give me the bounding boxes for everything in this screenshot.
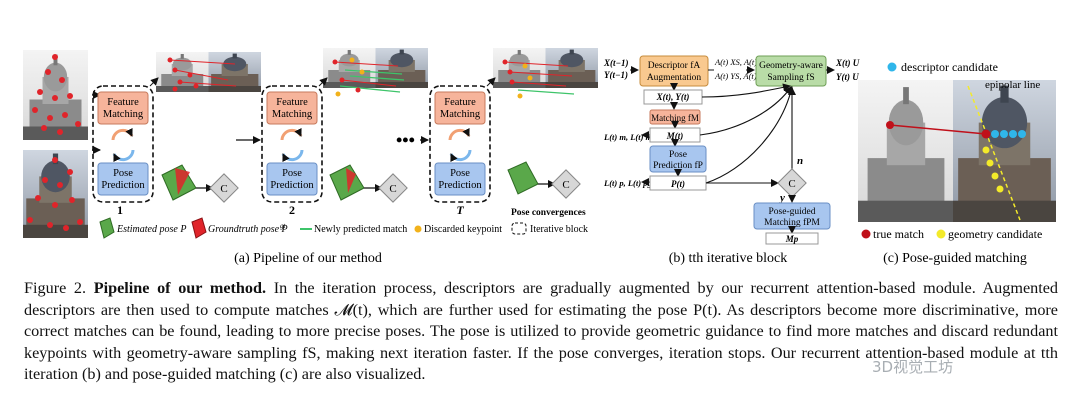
pose-glyph-t: C Pose convergences — [507, 161, 586, 218]
panel-c-caption: (c) Pose-guided matching — [883, 251, 1027, 266]
pose-glyph-1: C — [161, 164, 239, 203]
groundtruth-pose-swatch — [191, 217, 207, 239]
n-label: n — [797, 155, 803, 167]
geometry-candidate-swatch — [936, 229, 946, 239]
geometry-aware-sampling-box — [755, 55, 827, 87]
discarded-keypoint-swatch — [414, 225, 422, 233]
svg-text:Iterative block: Iterative block — [530, 224, 588, 235]
svg-text:Estimated pose P: Estimated pose P — [116, 224, 186, 235]
estimated-pose-swatch — [99, 217, 115, 239]
iterative-block-swatch — [511, 222, 527, 235]
svg-text:M(t): M(t) — [666, 131, 684, 141]
y-label: y — [778, 192, 785, 204]
match-image-2 — [323, 48, 428, 97]
figure-caption: Figure 2. Pipeline of our method. In the… — [24, 278, 1058, 386]
pose-glyph-2: C — [329, 164, 408, 203]
iteration-label-t: T — [456, 203, 464, 217]
svg-text:geometry candidate: geometry candidate — [948, 227, 1042, 241]
recurrent-arrows-icon — [111, 127, 135, 163]
svg-text:P(t): P(t) — [671, 179, 685, 189]
legend-panel-a: Estimated pose P Groundtruth pose P gt N… — [99, 217, 588, 239]
recurrent-arrows-icon — [448, 127, 472, 163]
pose-prediction-box-t — [434, 162, 486, 196]
feature-matching-box-1 — [97, 91, 149, 125]
mp-box — [765, 232, 819, 245]
input-image-1 — [23, 50, 88, 140]
pose-convergences-label: Pose convergences — [511, 208, 586, 218]
caption-bold: Pipeline of our method. — [93, 279, 267, 297]
panel-a-caption: (a) Pipeline of our method — [234, 251, 382, 266]
iteration-label-1: 1 — [117, 203, 123, 217]
svg-text:X(t), Y(t): X(t), Y(t) — [656, 92, 690, 102]
true-match-swatch — [861, 229, 871, 239]
svg-text:epipolar line: epipolar line — [985, 79, 1040, 91]
svg-text:Mp: Mp — [785, 234, 799, 244]
left-photo — [858, 80, 954, 222]
panel-b-caption: (b) tth iterative block — [669, 251, 788, 266]
svg-text:Newly predicted match: Newly predicted match — [314, 224, 407, 235]
input-image-2 — [23, 150, 88, 238]
watermark: 3D视觉工坊 — [872, 358, 954, 376]
svg-text:C: C — [220, 183, 227, 195]
panel-c: descriptor candidate epipolar line true … — [858, 60, 1056, 241]
epipolar-line — [967, 85, 1021, 221]
svg-text:Discarded keypoint: Discarded keypoint — [424, 224, 502, 235]
iteration-label-2: 2 — [289, 203, 295, 217]
right-photo — [953, 80, 1056, 222]
svg-text:C: C — [788, 178, 795, 190]
svg-text:true match: true match — [873, 227, 924, 241]
descriptor-candidate-swatch — [887, 62, 897, 72]
recurrent-arrows-icon — [280, 127, 304, 163]
svg-text:X(t) UY(t) U: X(t) UY(t) U — [835, 58, 860, 82]
c-diamond-b — [777, 168, 807, 198]
svg-text:Matching fM: Matching fM — [651, 113, 699, 123]
svg-text:C: C — [389, 183, 396, 195]
svg-text:A(t) XS, A(t) XCA(t) YS, A(t): A(t) XS, A(t) XCA(t) YS, A(t) YC — [714, 57, 770, 81]
ellipsis-dots: ••• — [396, 130, 415, 150]
svg-text:C: C — [562, 179, 569, 191]
match-image-1 — [156, 52, 261, 92]
svg-text:Groundtruth pose P: Groundtruth pose P — [208, 224, 288, 235]
svg-text:X(t−1)Y(t−1): X(t−1)Y(t−1) — [603, 58, 628, 80]
svg-text:gt: gt — [280, 222, 287, 230]
pose-prediction-box-2 — [266, 162, 318, 196]
caption-body: In the iteration process, descriptors ar… — [24, 279, 1059, 384]
svg-text:L(t) m, L(t) mg: L(t) m, L(t) mg — [603, 132, 657, 142]
svg-text:descriptor candidate: descriptor candidate — [901, 60, 998, 74]
feature-matching-box-t — [434, 91, 486, 125]
feature-matching-box-2 — [266, 91, 318, 125]
pose-prediction-box-1 — [97, 162, 149, 196]
caption-prefix: Figure 2. — [24, 279, 87, 297]
match-image-t — [493, 48, 598, 99]
svg-text:L(t) p, L(t) pg: L(t) p, L(t) pg — [603, 178, 652, 188]
